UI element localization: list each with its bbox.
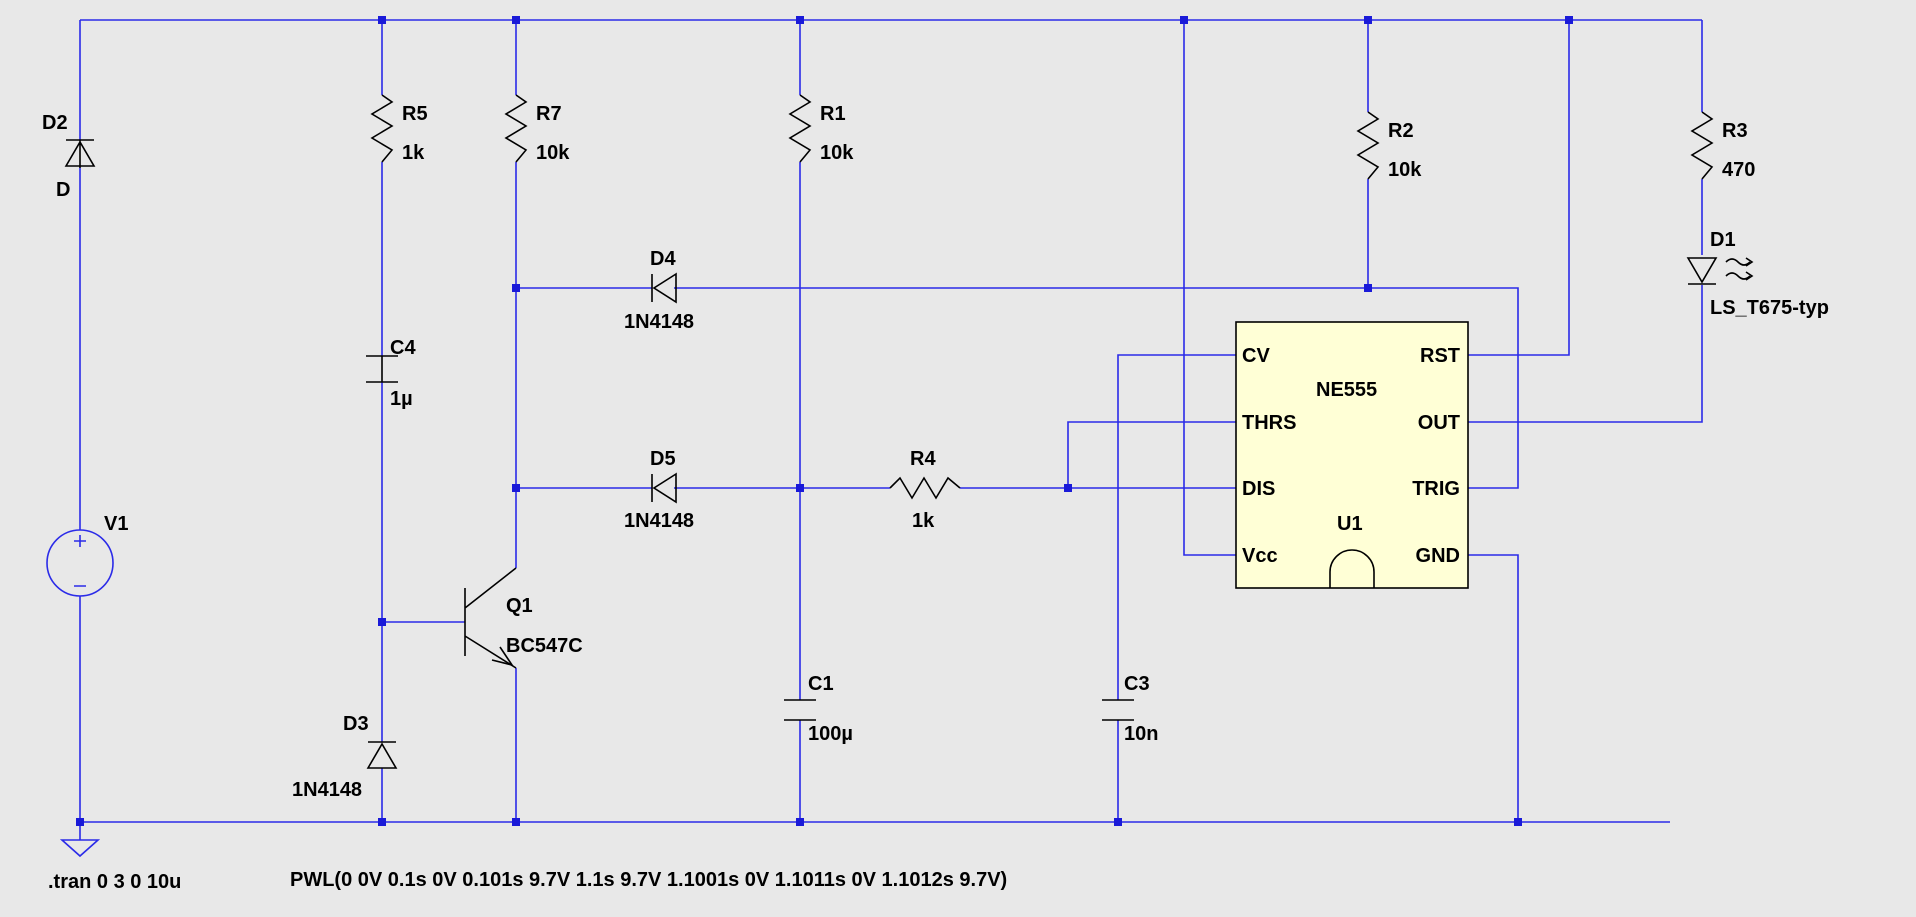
d1-led[interactable] [1686, 257, 1754, 285]
pin-vcc: Vcc [1242, 545, 1278, 567]
junction [512, 484, 520, 492]
r1-ref: R1 [820, 103, 846, 125]
q1-ref: Q1 [506, 595, 533, 617]
gnd-wire [1468, 554, 1519, 822]
pin-rst: RST [1420, 345, 1460, 367]
v1-voltage-source[interactable] [46, 529, 114, 597]
u1-type: NE555 [1316, 379, 1377, 401]
r7-resistor[interactable] [504, 94, 528, 163]
r3-value: 470 [1722, 159, 1755, 181]
d3-ref: D3 [343, 713, 369, 735]
q1-value: BC547C [506, 635, 583, 657]
d2-value: D [56, 179, 70, 201]
junction [378, 16, 386, 24]
thrs-wire [1067, 421, 1236, 488]
pin-thrs: THRS [1242, 412, 1296, 434]
d1-value: LS_T675-typ [1710, 297, 1829, 319]
c3-ref: C3 [1124, 673, 1150, 695]
r5-value: 1k [402, 142, 425, 164]
pin-gnd: GND [1416, 545, 1460, 567]
vcc-wire [1183, 20, 1236, 556]
d5-ref: D5 [650, 448, 676, 470]
junction [1114, 818, 1122, 826]
v1-ref: V1 [104, 513, 128, 535]
c1-value: 100µ [808, 723, 853, 745]
junction [1064, 484, 1072, 492]
junction [378, 618, 386, 626]
r7-value: 10k [536, 142, 570, 164]
r4-resistor[interactable] [889, 476, 961, 500]
d4-trig-wire [516, 287, 1519, 489]
r1-resistor[interactable] [788, 94, 812, 163]
r3-d1-out-wire [1468, 20, 1703, 423]
q1-transistor[interactable] [464, 567, 517, 669]
junction [796, 818, 804, 826]
r2-value: 10k [1388, 159, 1422, 181]
r5-resistor[interactable] [370, 94, 394, 163]
c1-capacitor[interactable] [784, 699, 816, 721]
u1-ref: U1 [1337, 513, 1363, 535]
cv-c3-wire [1117, 354, 1236, 822]
labels: D2 D V1 R5 1k R7 10k R1 10k R2 10k R3 47… [42, 103, 1829, 893]
c4-value: 1µ [390, 388, 413, 410]
r1-value: 10k [820, 142, 854, 164]
r3-resistor[interactable] [1690, 111, 1714, 180]
d5-diode[interactable] [651, 472, 677, 504]
junction [796, 16, 804, 24]
junction [1514, 818, 1522, 826]
junction [1364, 284, 1372, 292]
c4-ref: C4 [390, 337, 416, 359]
r4-ref: R4 [910, 448, 936, 470]
components [46, 94, 1754, 769]
junctions [76, 16, 1573, 826]
junction [1364, 16, 1372, 24]
pin-cv: CV [1242, 345, 1270, 367]
c3-value: 10n [1124, 723, 1158, 745]
junction [378, 818, 386, 826]
junction [512, 16, 520, 24]
pin-out: OUT [1418, 412, 1460, 434]
d3-diode[interactable] [366, 741, 398, 769]
r3-ref: R3 [1722, 120, 1748, 142]
u1-ne555-ic[interactable] [1235, 321, 1469, 589]
r7-ref: R7 [536, 103, 562, 125]
junction [1180, 16, 1188, 24]
pwl-directive: PWL(0 0V 0.1s 0V 0.101s 9.7V 1.1s 9.7V 1… [290, 869, 1007, 891]
junction [512, 818, 520, 826]
c4-capacitor[interactable] [366, 355, 398, 383]
d1-ref: D1 [1710, 229, 1736, 251]
junction [796, 484, 804, 492]
d4-value: 1N4148 [624, 311, 694, 333]
d3-value: 1N4148 [292, 779, 362, 801]
c1-ref: C1 [808, 673, 834, 695]
d2-diode[interactable] [64, 139, 96, 168]
d5-value: 1N4148 [624, 510, 694, 532]
ground-symbol [59, 822, 101, 858]
junction [1565, 16, 1573, 24]
d2-ref: D2 [42, 112, 68, 134]
tran-directive: .tran 0 3 0 10u [48, 871, 181, 893]
r2-ref: R2 [1388, 120, 1414, 142]
junction [512, 284, 520, 292]
r5-ref: R5 [402, 103, 428, 125]
d4-diode[interactable] [651, 272, 677, 304]
pin-trig: TRIG [1412, 478, 1460, 500]
r4-value: 1k [912, 510, 935, 532]
d4-ref: D4 [650, 248, 676, 270]
c3-capacitor[interactable] [1102, 699, 1134, 721]
r2-resistor[interactable] [1356, 111, 1380, 180]
wires [59, 19, 1703, 858]
rst-wire [1468, 20, 1570, 356]
junction [76, 818, 84, 826]
pin-dis: DIS [1242, 478, 1275, 500]
